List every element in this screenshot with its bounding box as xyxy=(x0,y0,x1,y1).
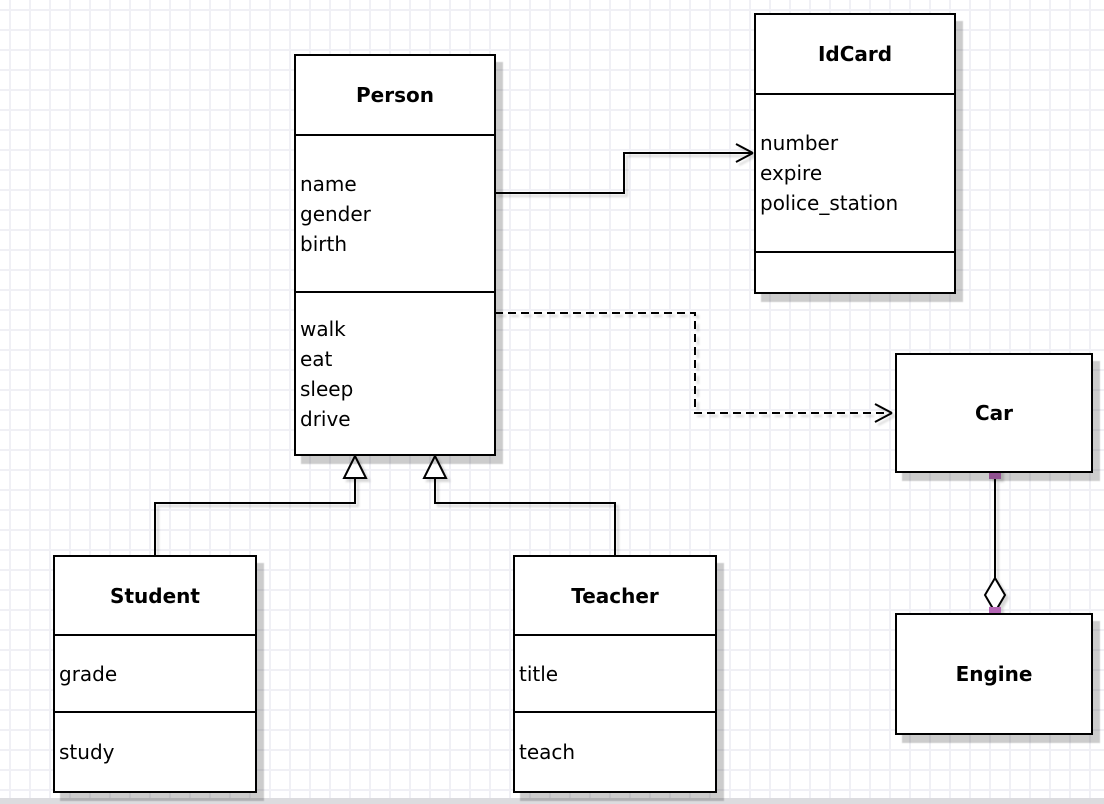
relation-person-idcard-association[interactable] xyxy=(495,143,754,194)
association-line xyxy=(495,152,751,194)
class-student[interactable]: Student grade study xyxy=(53,555,257,793)
attributes-compartment: name gender birth xyxy=(296,136,494,293)
attribute-row: title xyxy=(519,661,559,686)
class-title: Teacher xyxy=(515,557,715,636)
attribute-row: grade xyxy=(59,661,118,686)
attributes-compartment: title xyxy=(515,636,715,713)
hollow-triangle-icon xyxy=(422,453,448,479)
method-row: eat xyxy=(300,346,333,371)
class-name-label: Teacher xyxy=(571,583,659,608)
attribute-row: police_station xyxy=(760,191,899,215)
class-name-label: Student xyxy=(110,583,200,608)
class-person[interactable]: Person name gender birth walk eat sleep … xyxy=(294,54,496,456)
class-title: Car xyxy=(897,355,1091,471)
class-name-label: Engine xyxy=(955,662,1033,686)
attribute-row: name xyxy=(300,171,357,196)
methods-compartment: walk eat sleep drive xyxy=(296,293,494,454)
class-car[interactable]: Car xyxy=(895,353,1093,473)
open-arrowhead-icon xyxy=(874,403,893,423)
class-title: Student xyxy=(55,557,255,636)
class-name-label: IdCard xyxy=(817,42,893,66)
attribute-row: expire xyxy=(760,161,823,185)
class-title: Engine xyxy=(897,615,1091,733)
class-name-label: Car xyxy=(974,401,1014,425)
open-arrowhead-icon xyxy=(735,143,754,163)
methods-compartment xyxy=(756,253,954,292)
class-name-label: Person xyxy=(356,83,434,107)
attribute-row: gender xyxy=(300,201,371,226)
attributes-compartment: grade xyxy=(55,636,255,713)
method-row: sleep xyxy=(300,376,354,401)
hollow-triangle-icon xyxy=(342,453,368,479)
class-teacher[interactable]: Teacher title teach xyxy=(513,555,717,793)
class-engine[interactable]: Engine xyxy=(895,613,1093,735)
attribute-row: birth xyxy=(300,231,347,256)
relation-car-engine-aggregation[interactable] xyxy=(983,467,1007,619)
method-row: teach xyxy=(519,740,576,764)
methods-compartment: study xyxy=(55,713,255,791)
attributes-compartment: number expire police_station xyxy=(756,95,954,253)
relation-person-car-dependency[interactable] xyxy=(495,312,893,423)
class-idcard[interactable]: IdCard number expire police_station xyxy=(754,13,956,294)
generalization-line xyxy=(154,479,356,555)
methods-compartment: teach xyxy=(515,713,715,791)
canvas-bottom-edge xyxy=(0,798,1104,804)
method-row: drive xyxy=(300,406,351,431)
class-title: IdCard xyxy=(756,15,954,95)
method-row: study xyxy=(59,740,115,764)
hollow-diamond-icon xyxy=(983,576,1007,614)
dependency-line xyxy=(495,312,889,414)
generalization-line xyxy=(434,479,616,555)
relation-student-person-generalization[interactable] xyxy=(154,453,368,555)
relation-teacher-person-generalization[interactable] xyxy=(422,453,616,555)
method-row: walk xyxy=(300,316,346,341)
class-title: Person xyxy=(296,56,494,136)
attribute-row: number xyxy=(760,131,839,155)
